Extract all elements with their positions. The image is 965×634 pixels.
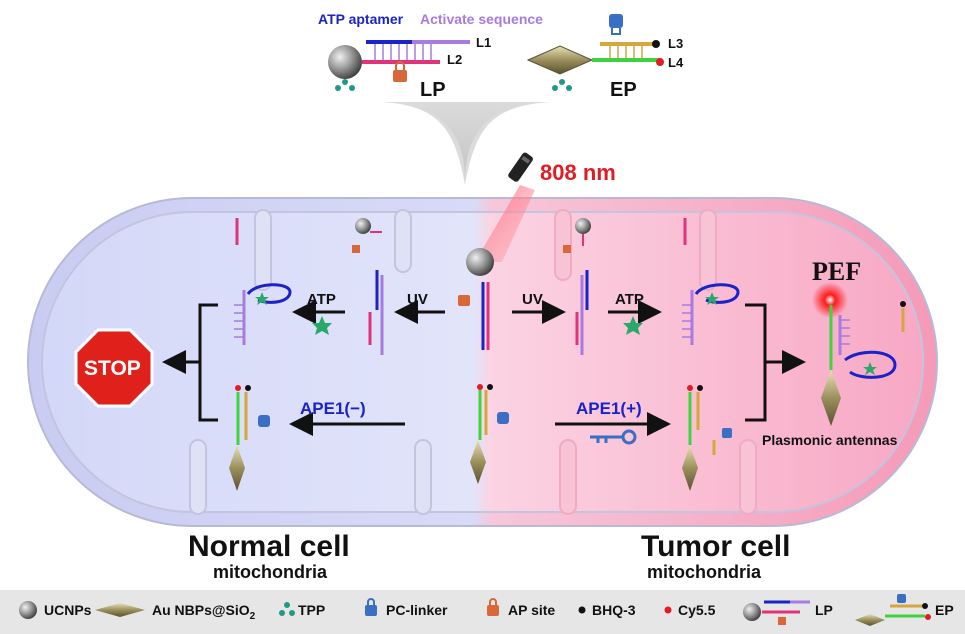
legend-lp-icon bbox=[743, 600, 810, 625]
legend-ucnps: UCNPs bbox=[44, 602, 92, 618]
normal-cell-subtitle: mitochondria bbox=[213, 562, 328, 582]
center-lp bbox=[458, 248, 494, 350]
cristae-tumor bbox=[554, 209, 757, 515]
tumor-aptamer-complex bbox=[682, 283, 740, 345]
legend-cy55: Cy5.5 bbox=[678, 602, 716, 618]
l3-label: L3 bbox=[668, 36, 683, 51]
legend-ucnps-icon bbox=[19, 601, 37, 619]
center-ep bbox=[470, 384, 509, 484]
normal-ape1-label: APE1(−) bbox=[300, 399, 366, 418]
legend-bhq: BHQ-3 bbox=[592, 602, 636, 618]
tumor-atp-star-icon bbox=[623, 316, 643, 335]
key-icon bbox=[590, 429, 637, 445]
funnel-tip bbox=[380, 102, 552, 185]
atp-aptamer-label: ATP aptamer bbox=[318, 11, 404, 27]
tumor-top-probe bbox=[563, 218, 591, 253]
laser-pointer-icon bbox=[508, 152, 533, 182]
normal-ep bbox=[229, 385, 270, 491]
lp-label: LP bbox=[420, 79, 446, 101]
atp-star-icon bbox=[312, 316, 332, 335]
l2-label: L2 bbox=[447, 52, 462, 67]
stop-sign-icon bbox=[74, 328, 154, 408]
cristae bbox=[189, 209, 432, 515]
tumor-ep bbox=[682, 385, 732, 491]
plasmonic-label: Plasmonic antennas bbox=[762, 432, 898, 448]
l4-label: L4 bbox=[668, 55, 684, 70]
legend-au-icon bbox=[95, 603, 145, 617]
laser-label: 808 nm bbox=[540, 160, 616, 185]
tumor-cell-subtitle: mitochondria bbox=[647, 562, 762, 582]
legend-ap-site: AP site bbox=[508, 602, 555, 618]
legend-au-nbps: Au NBPs@SiO2 bbox=[152, 602, 256, 622]
normal-cell-title: Normal cell bbox=[188, 530, 350, 563]
legend-bar bbox=[0, 590, 965, 634]
pef-glow bbox=[812, 282, 848, 318]
tumor-cell-title: Tumor cell bbox=[641, 530, 790, 563]
normal-aptamer-complex bbox=[234, 283, 292, 345]
legend-lp: LP bbox=[815, 602, 833, 618]
legend-tpp: TPP bbox=[298, 602, 325, 618]
ep-probe bbox=[526, 14, 664, 91]
pef-complex bbox=[821, 301, 906, 426]
tumor-atp-label: ATP bbox=[615, 291, 644, 308]
pef-label: PEF bbox=[812, 257, 861, 286]
legend-pc-linker-icon bbox=[365, 598, 377, 616]
tumor-uv-label: UV bbox=[522, 291, 543, 308]
laser-beam bbox=[475, 185, 535, 262]
normal-atp-label: ATP bbox=[307, 291, 336, 308]
legend-ap-site-icon bbox=[487, 598, 499, 616]
legend-bhq-icon bbox=[578, 606, 586, 614]
legend-pc-linker: PC-linker bbox=[386, 602, 448, 618]
tumor-ape1-label: APE1(+) bbox=[576, 399, 642, 418]
ep-label: EP bbox=[610, 79, 637, 101]
legend-cy55-icon bbox=[664, 606, 672, 614]
legend-ep-icon bbox=[855, 594, 931, 626]
normal-top-probe bbox=[352, 218, 382, 253]
legend-tpp-icon bbox=[279, 602, 295, 616]
l1-label: L1 bbox=[476, 35, 491, 50]
normal-uv-label: UV bbox=[407, 291, 428, 308]
activate-sequence-label: Activate sequence bbox=[420, 11, 543, 27]
lp-probe bbox=[328, 40, 470, 91]
legend-ep: EP bbox=[935, 602, 954, 618]
stop-label: STOP bbox=[84, 357, 141, 380]
